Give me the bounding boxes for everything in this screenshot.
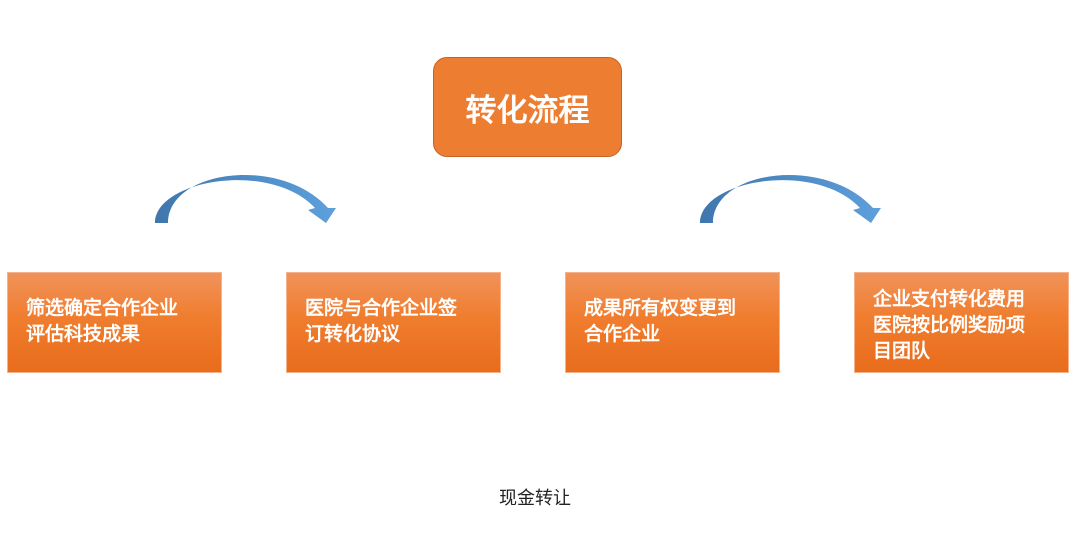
step-line: 医院与合作企业签	[305, 297, 458, 319]
step-box-2: 医院与合作企业签 订转化协议	[286, 272, 501, 373]
step-line: 企业支付转化费用	[873, 288, 1026, 310]
step-line: 合作企业	[584, 323, 661, 345]
step-box-3: 成果所有权变更到 合作企业	[565, 272, 780, 373]
process-title: 转化流程	[433, 57, 622, 157]
step-line: 筛选确定合作企业	[26, 297, 179, 319]
step-line: 成果所有权变更到	[584, 297, 737, 319]
step-line: 目团队	[873, 340, 931, 362]
step-box-1: 筛选确定合作企业 评估科技成果	[7, 272, 222, 373]
step-line: 评估科技成果	[26, 323, 141, 345]
curved-arrow-icon	[155, 174, 336, 223]
step-box-4: 企业支付转化费用 医院按比例奖励项 目团队	[854, 272, 1069, 373]
footer-caption: 现金转让	[499, 488, 571, 509]
curved-arrow-icon	[700, 174, 881, 223]
step-line: 订转化协议	[305, 323, 401, 345]
step-line: 医院按比例奖励项	[873, 314, 1026, 336]
